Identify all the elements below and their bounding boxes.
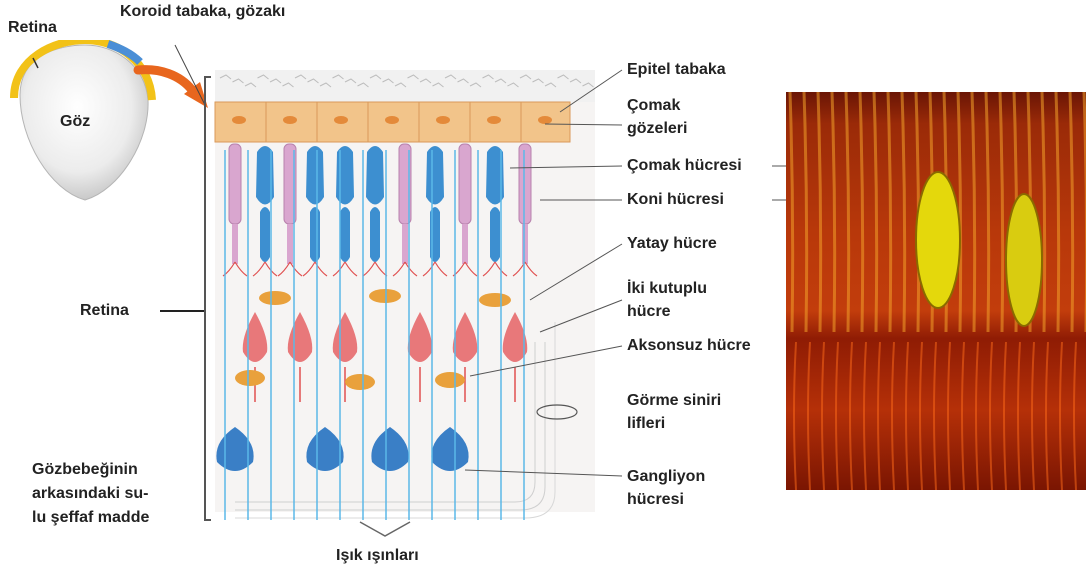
ganglion-cell-label-1: Gangliyon	[627, 467, 705, 487]
epithelium-nucleus	[385, 116, 399, 124]
rod-segments-label-2: gözeleri	[627, 119, 687, 139]
cone-cell-body	[340, 207, 350, 262]
micrograph-rod	[1042, 92, 1045, 332]
micrograph-cell	[906, 342, 908, 490]
micrograph-rod	[818, 92, 821, 332]
rod-cell	[519, 144, 531, 224]
micrograph-rod	[986, 92, 989, 332]
cone-cell-body	[260, 207, 270, 262]
micrograph-rod	[1084, 92, 1086, 332]
micrograph-cell	[794, 342, 796, 490]
micrograph-cell	[1046, 342, 1048, 490]
epithelium-nucleus	[283, 116, 297, 124]
micrograph-cell	[934, 342, 936, 490]
micrograph-cell	[850, 342, 852, 490]
vitreous-label-3: lu şeffaf madde	[32, 508, 149, 528]
horizontal-cell	[369, 289, 401, 303]
retina-bracket	[205, 77, 211, 520]
rod-cell-body	[522, 224, 528, 264]
epithelium-nucleus	[487, 116, 501, 124]
cone-highlight-2	[1006, 194, 1042, 326]
micrograph-cell	[962, 342, 964, 490]
light-rays-marker	[355, 518, 415, 540]
micrograph-cell	[892, 342, 894, 490]
epithelium-label: Epitel tabaka	[627, 60, 726, 80]
retina-left-line	[160, 309, 204, 313]
epithelium-nucleus	[436, 116, 450, 124]
cone-cell-body	[310, 207, 320, 262]
rod-cell-body	[462, 224, 468, 264]
cone-cell-body	[370, 207, 380, 262]
rod-cell-body	[232, 224, 238, 264]
cone-cell	[426, 146, 444, 205]
cone-cell	[366, 146, 384, 205]
amacrine-cell	[235, 370, 265, 386]
rod-cell-label: Çomak hücresi	[627, 156, 742, 176]
micrograph-rod	[804, 92, 807, 332]
micrograph-cell	[1060, 342, 1062, 490]
micrograph-rod	[1000, 92, 1003, 332]
micrograph-rod	[1070, 92, 1073, 332]
optic-fibers-label-2: lifleri	[627, 414, 665, 434]
rod-cell-body	[402, 224, 408, 264]
horizontal-cell	[259, 291, 291, 305]
rod-segments-label-1: Çomak	[627, 96, 680, 116]
micrograph-cell	[1018, 342, 1020, 490]
micrograph-rod	[846, 92, 849, 332]
micrograph-rod	[888, 92, 891, 332]
micrograph-rod	[902, 92, 905, 332]
micrograph-rod	[874, 92, 877, 332]
epithelium-nucleus	[538, 116, 552, 124]
cone-cell	[336, 146, 354, 205]
micrograph-rod	[972, 92, 975, 332]
light-rays-label: Işık ışınları	[336, 546, 419, 566]
micrograph-cell	[864, 342, 866, 490]
cone-cell	[306, 146, 324, 205]
micrograph-cell	[878, 342, 880, 490]
bipolar-cell-label-1: İki kutuplu	[627, 279, 707, 299]
micrograph-cell	[990, 342, 992, 490]
micrograph-cell	[808, 342, 810, 490]
micrograph-cell	[836, 342, 838, 490]
amacrine-cell-label: Aksonsuz hücre	[627, 336, 751, 356]
micrograph-rod	[1056, 92, 1059, 332]
eye-label: Göz	[60, 112, 90, 132]
rod-cell-body	[287, 224, 293, 264]
koroid-label: Koroid tabaka, gözakı	[120, 2, 285, 22]
retina-left-label: Retina	[80, 301, 129, 321]
electron-micrograph	[786, 92, 1086, 490]
cone-highlight-1	[916, 172, 960, 308]
micrograph-rod	[860, 92, 863, 332]
micrograph-cell	[976, 342, 978, 490]
ganglion-cell-label-2: hücresi	[627, 490, 684, 510]
horizontal-cell	[479, 293, 511, 307]
retina-cross-section	[195, 62, 615, 542]
epithelium-nucleus	[334, 116, 348, 124]
vitreous-label-2: arkasındaki su-	[32, 484, 149, 504]
cone-cell-body	[490, 207, 500, 262]
vitreous-label-1: Gözbebeğinin	[32, 460, 138, 480]
micrograph-cell	[822, 342, 824, 490]
micrograph-cell	[920, 342, 922, 490]
micrograph-cell	[1032, 342, 1034, 490]
micrograph-cell	[1074, 342, 1076, 490]
micrograph-texture	[786, 92, 1086, 490]
optic-fibers-label-1: Görme siniri	[627, 391, 721, 411]
amacrine-cell	[435, 372, 465, 388]
epithelium-nucleus	[232, 116, 246, 124]
micrograph-cell	[1004, 342, 1006, 490]
amacrine-cell	[345, 374, 375, 390]
micrograph-rod	[790, 92, 793, 332]
micrograph-cell	[948, 342, 950, 490]
rod-cell	[229, 144, 241, 224]
micrograph-rod	[832, 92, 835, 332]
horizontal-cell-label: Yatay hücre	[627, 234, 717, 254]
rod-cell	[459, 144, 471, 224]
cone-cell-label: Koni hücresi	[627, 190, 724, 210]
bipolar-cell-label-2: hücre	[627, 302, 671, 322]
retina-top-label: Retina	[8, 18, 57, 38]
